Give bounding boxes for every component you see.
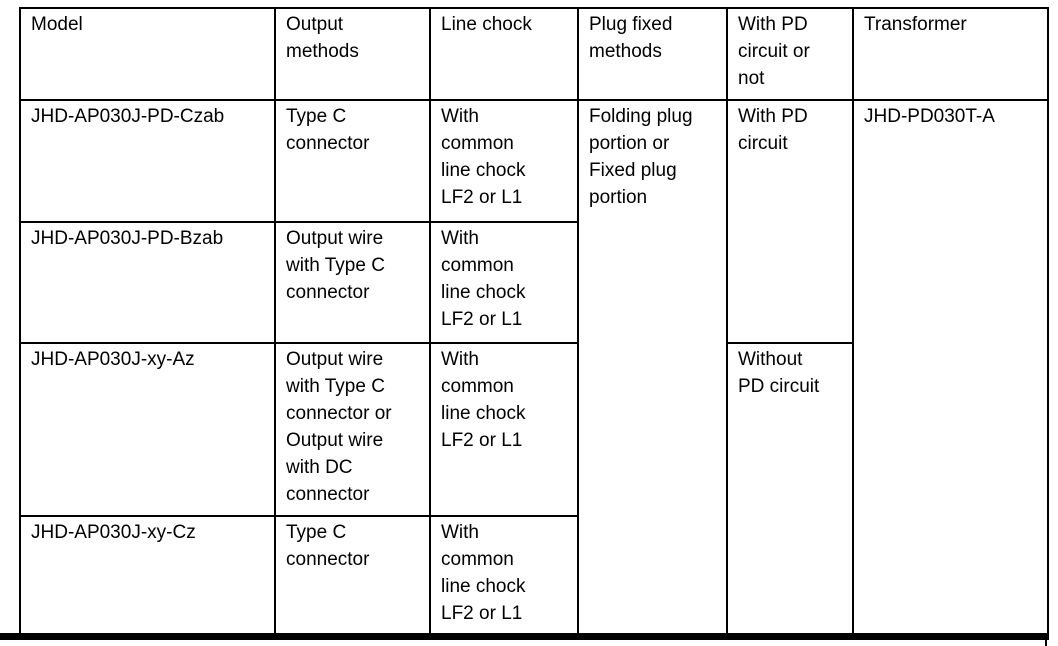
page-bottom-rule (0, 633, 1049, 640)
output-cell: Output wire with Type C connector or Out… (274, 342, 431, 517)
output-cell: Type C connector (274, 99, 431, 223)
model-cell: JHD-AP030J-xy-Az (19, 342, 276, 517)
line-chock-cell: With common line chock LF2 or L1 (429, 342, 579, 517)
transformer-cell: JHD-PD030T-A (852, 99, 1049, 635)
table-right-border-stub (1045, 633, 1047, 646)
pd-circuit-cell: Without PD circuit (726, 342, 854, 635)
model-cell: JHD-AP030J-xy-Cz (19, 515, 276, 635)
model-spec-table: Model Output methods Line chock Plug fix… (19, 7, 1049, 635)
output-cell: Output wire with Type C connector (274, 221, 431, 344)
model-cell: JHD-AP030J-PD-Czab (19, 99, 276, 223)
table-row: JHD-AP030J-xy-Cz Type C connector With c… (19, 515, 1048, 635)
table-row: JHD-AP030J-PD-Bzab Output wire with Type… (19, 221, 1048, 344)
line-chock-cell: With common line chock LF2 or L1 (429, 221, 579, 344)
pd-circuit-cell: With PD circuit (726, 99, 854, 344)
line-chock-cell: With common line chock LF2 or L1 (429, 515, 579, 635)
line-chock-cell: With common line chock LF2 or L1 (429, 99, 579, 223)
output-cell: Type C connector (274, 515, 431, 635)
col-header-pd-circuit: With PD circuit or not (726, 7, 854, 101)
plug-fixed-cell: Folding plug portion or Fixed plug porti… (577, 99, 728, 635)
model-cell: JHD-AP030J-PD-Bzab (19, 221, 276, 344)
table-row: JHD-AP030J-PD-Czab Type C connector With… (19, 99, 1049, 635)
table-header-row: Model Output methods Line chock Plug fix… (19, 7, 1049, 101)
col-header-model: Model (19, 7, 276, 101)
col-header-plug-fixed: Plug fixed methods (577, 7, 728, 101)
col-header-transformer: Transformer (852, 7, 1049, 101)
col-header-output: Output methods (274, 7, 431, 101)
col-header-line-chock: Line chock (429, 7, 579, 101)
